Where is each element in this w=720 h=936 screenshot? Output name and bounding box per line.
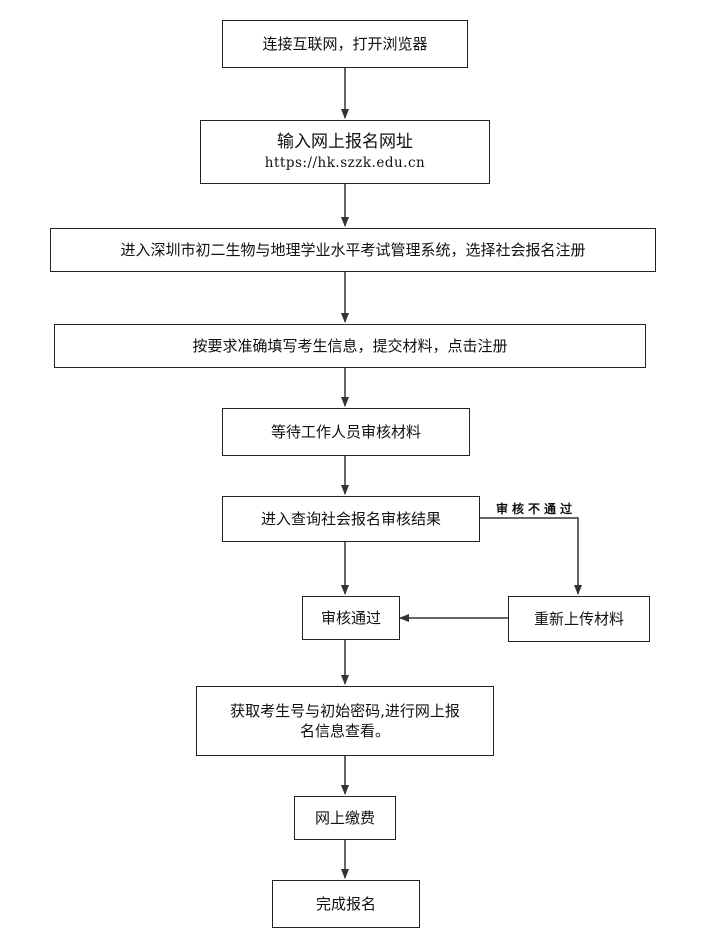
step-wait-review: 等待工作人员审核材料 — [222, 408, 470, 456]
step-wait-review-text: 等待工作人员审核材料 — [270, 422, 421, 441]
step-query-result: 进入查询社会报名审核结果 — [222, 496, 480, 542]
edge-label-rejected: 审核不通过 — [496, 502, 577, 516]
step-get-number-line2: 名信息查看。 — [299, 722, 390, 740]
step-get-number: 获取考生号与初始密码,进行网上报 名信息查看。 — [196, 686, 494, 756]
step-connect: 连接互联网，打开浏览器 — [222, 20, 468, 68]
step-approved: 审核通过 — [302, 596, 400, 640]
step-fill-info: 按要求准确填写考生信息，提交材料，点击注册 — [54, 324, 646, 368]
step-pay-text: 网上缴费 — [314, 808, 375, 827]
step-enter-url-link: https://hk.szzk.edu.cn — [264, 155, 426, 172]
step-complete-text: 完成报名 — [315, 894, 376, 913]
step-complete: 完成报名 — [272, 880, 420, 928]
step-enter-system-text: 进入深圳市初二生物与地理学业水平考试管理系统，选择社会报名注册 — [120, 240, 586, 259]
step-pay: 网上缴费 — [294, 796, 396, 840]
step-reupload-text: 重新上传材料 — [533, 609, 624, 628]
step-connect-text: 连接互联网，打开浏览器 — [262, 34, 428, 53]
arrow-query-to-reupload — [480, 517, 582, 595]
step-fill-info-text: 按要求准确填写考生信息，提交材料，点击注册 — [192, 336, 508, 355]
step-get-number-line1: 获取考生号与初始密码,进行网上报 — [230, 701, 460, 720]
step-enter-url-title: 输入网上报名网址 — [277, 132, 413, 153]
step-approved-text: 审核通过 — [320, 608, 381, 627]
step-enter-url: 输入网上报名网址 https://hk.szzk.edu.cn — [200, 120, 490, 184]
step-reupload: 重新上传材料 — [508, 596, 650, 642]
step-query-result-text: 进入查询社会报名审核结果 — [260, 509, 441, 528]
step-enter-system: 进入深圳市初二生物与地理学业水平考试管理系统，选择社会报名注册 — [50, 228, 656, 272]
